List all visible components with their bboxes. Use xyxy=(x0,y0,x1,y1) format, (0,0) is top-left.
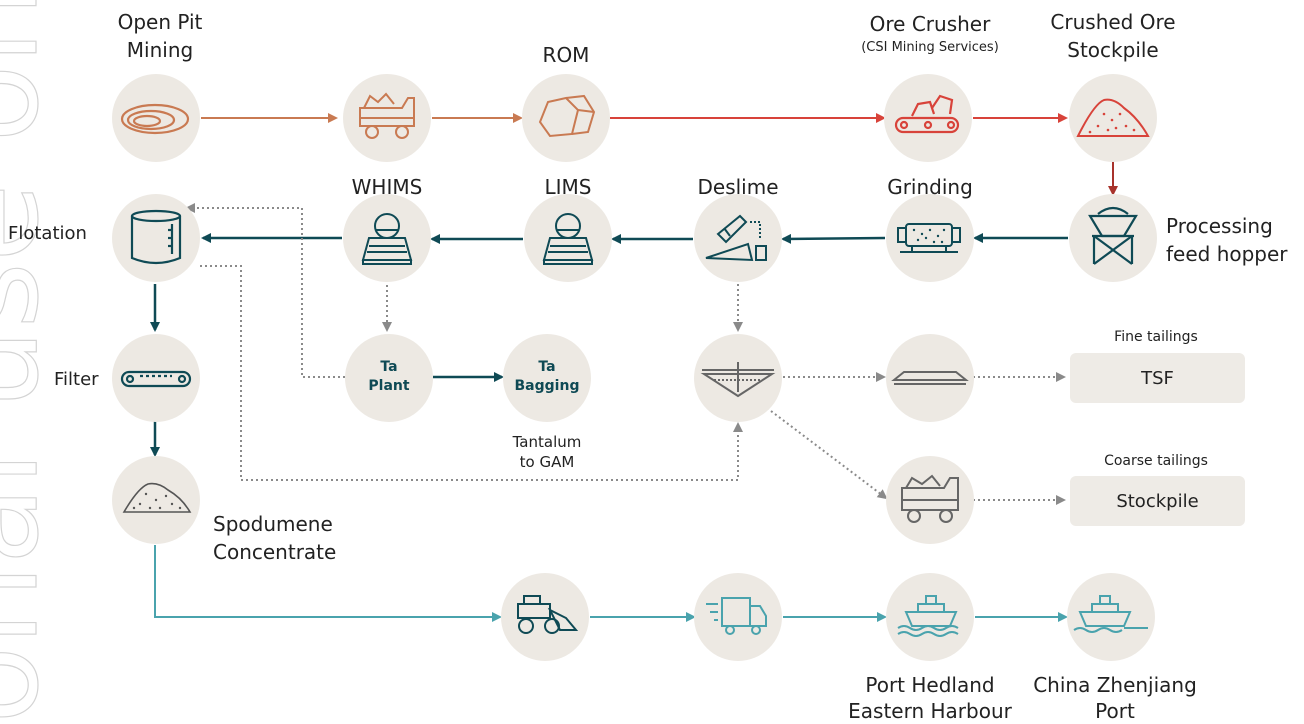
label-line: feed hopper xyxy=(1166,242,1288,266)
label-ta-bagging: Ta Bagging xyxy=(507,358,587,396)
node-china-zhenjiang-port xyxy=(1067,573,1155,661)
label-line: Eastern Harbour xyxy=(848,699,1012,723)
node-flotation xyxy=(112,194,200,282)
cyclone-icon xyxy=(705,214,767,262)
label-line: Ta xyxy=(380,359,398,375)
node-whims xyxy=(343,194,431,282)
magnetic-separator-icon xyxy=(361,213,413,265)
label-crushed-ore-stockpile: Crushed Ore Stockpile xyxy=(1030,8,1196,64)
hopper-icon xyxy=(1088,206,1138,265)
node-dump-truck xyxy=(886,456,974,544)
label-line: Plant xyxy=(368,377,410,394)
tank-icon xyxy=(130,209,182,265)
node-haul-truck xyxy=(343,74,431,162)
label-lims: LIMS xyxy=(544,175,592,199)
label-line: Open Pit xyxy=(117,10,203,34)
label-line: Mining xyxy=(126,38,194,62)
node-grinding xyxy=(886,194,974,282)
ship-icon xyxy=(897,595,959,637)
label-line: Processing xyxy=(1166,214,1273,238)
arrow-concentrate-to-loader xyxy=(154,545,502,622)
label-grinding: Grinding xyxy=(887,175,973,199)
connectors xyxy=(150,113,1118,622)
node-crushed-ore-stockpile xyxy=(1069,74,1157,162)
output-tsf-label: TSF xyxy=(1141,367,1174,389)
belt-filter-icon xyxy=(120,370,192,388)
node-ta-bagging xyxy=(503,334,591,422)
label-line: to GAM xyxy=(519,453,575,471)
label-line: Tantalum xyxy=(512,433,582,451)
node-rom xyxy=(522,74,610,162)
label-deslime: Deslime xyxy=(697,175,779,199)
watermark: onal use onl xyxy=(0,0,68,724)
label-flotation: Flotation xyxy=(8,223,87,244)
label-tantalum-to-gam: Tantalum to GAM xyxy=(497,432,597,472)
label-line: Crushed Ore xyxy=(1050,10,1176,34)
label-rom: ROM xyxy=(542,43,590,67)
label-whims: WHIMS xyxy=(351,175,423,199)
thickener-icon xyxy=(700,362,776,398)
output-tsf: TSF xyxy=(1070,353,1245,403)
pile-icon xyxy=(122,482,192,513)
belt-icon xyxy=(891,371,969,385)
label-line: Ore Crusher xyxy=(869,12,991,36)
label-line: Ta xyxy=(538,359,556,375)
node-port-hedland xyxy=(886,573,974,661)
dotted-flotation-to-thickener xyxy=(200,265,743,481)
mill-icon xyxy=(897,223,961,253)
node-spodumene-concentrate xyxy=(112,456,200,544)
ship-icon xyxy=(1073,595,1148,633)
node-lims xyxy=(524,194,612,282)
label-subline: (CSI Mining Services) xyxy=(861,40,999,55)
label-line: China Zhenjiang xyxy=(1033,673,1197,697)
node-feed-hopper xyxy=(1069,194,1157,282)
label-line: Port xyxy=(1095,699,1135,723)
magnetic-separator-icon xyxy=(542,213,594,265)
crusher-icon xyxy=(894,94,960,134)
node-ore-crusher xyxy=(884,74,972,162)
node-thickener xyxy=(694,334,782,422)
label-china-zhenjiang-port: China Zhenjiang Port xyxy=(1020,672,1210,724)
dotted-taplant-to-flotation xyxy=(185,203,345,378)
open-pit-icon xyxy=(120,103,190,135)
dump-truck-icon xyxy=(901,474,959,523)
arrow-grinding-to-deslime xyxy=(781,233,886,244)
node-filter xyxy=(112,334,200,422)
caption-coarse-tailings: Coarse tailings xyxy=(1104,453,1208,469)
watermark-text: onal use onl xyxy=(0,0,67,724)
label-filter: Filter xyxy=(54,369,99,390)
output-stockpile-label: Stockpile xyxy=(1116,490,1199,512)
pile-icon xyxy=(1076,98,1150,137)
truck-icon xyxy=(706,597,767,635)
node-tailings-belt xyxy=(886,334,974,422)
label-line: Concentrate xyxy=(213,540,337,564)
node-open-pit xyxy=(112,74,200,162)
output-stockpile: Stockpile xyxy=(1070,476,1245,526)
label-open-pit-mining: Open Pit Mining xyxy=(100,8,220,64)
node-deslime xyxy=(694,194,782,282)
caption-fine-tailings: Fine tailings xyxy=(1114,329,1198,345)
loader-icon xyxy=(517,595,579,634)
label-line: Bagging xyxy=(514,377,580,394)
label-ore-crusher: Ore Crusher (CSI Mining Services) xyxy=(830,10,1030,58)
node-front-loader xyxy=(501,573,589,661)
node-road-truck xyxy=(694,573,782,661)
label-spodumene-concentrate: Spodumene Concentrate xyxy=(213,510,336,566)
label-port-hedland: Port Hedland Eastern Harbour xyxy=(840,672,1020,724)
dotted-thickener-to-dumptruck xyxy=(766,407,888,500)
rocks-icon xyxy=(538,94,596,138)
node-ta-plant xyxy=(345,334,433,422)
haul-truck-icon xyxy=(359,92,415,139)
label-line: Stockpile xyxy=(1067,38,1159,62)
label-line: Port Hedland xyxy=(865,673,995,697)
label-ta-plant: Ta Plant xyxy=(359,358,419,396)
label-processing-feed-hopper: Processing feed hopper xyxy=(1166,212,1288,268)
label-line: Spodumene xyxy=(213,512,333,536)
